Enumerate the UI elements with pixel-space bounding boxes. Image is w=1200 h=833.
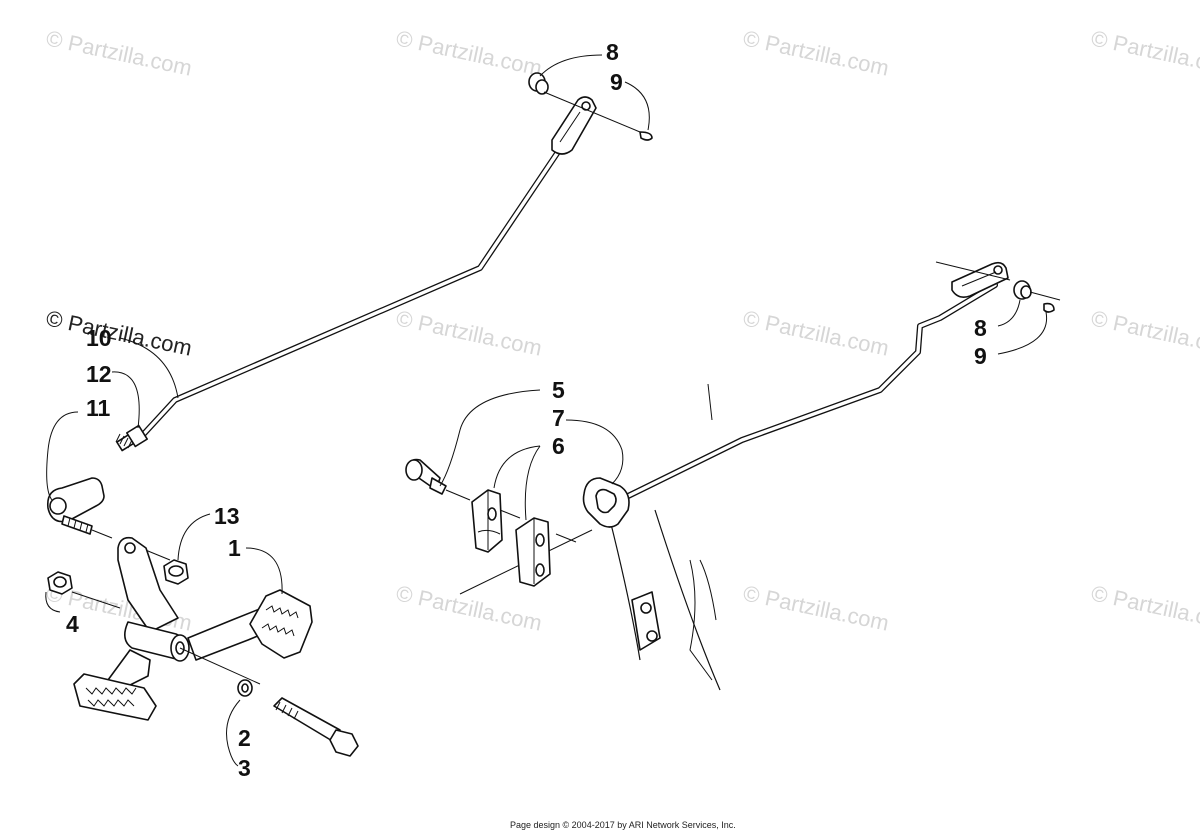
leader-9-top xyxy=(624,81,650,131)
frame-outline xyxy=(609,383,721,691)
callout-right-9: 9 xyxy=(974,343,987,369)
rod-threaded-end xyxy=(115,424,148,452)
pin-5 xyxy=(405,458,447,495)
bracket-plate-6b xyxy=(515,517,551,587)
watermark: © Partzilla.com xyxy=(741,25,891,80)
callout-4: 4 xyxy=(66,611,79,637)
watermark: © Partzilla.com xyxy=(44,25,194,80)
watermark-dark: © Partzilla.com xyxy=(44,305,194,360)
leader-8-top xyxy=(539,54,603,77)
callout-11: 11 xyxy=(86,395,111,421)
axis-line-nut4 xyxy=(71,591,261,685)
leader-13 xyxy=(177,513,211,561)
callout-labels: 8 9 8 9 10 12 11 13 1 4 2 3 5 7 6 xyxy=(66,39,987,781)
callout-top-9: 9 xyxy=(610,69,623,95)
leader-4 xyxy=(45,591,61,613)
nut-4 xyxy=(47,571,73,595)
watermark: © Partzilla.com xyxy=(1089,580,1200,635)
grommet-7 xyxy=(582,477,630,528)
cotter-pin-9-top xyxy=(543,91,653,141)
callout-10: 10 xyxy=(86,325,112,351)
ball-joint-11 xyxy=(46,477,105,535)
watermark: © Partzilla.com xyxy=(394,305,544,360)
right-clevis xyxy=(951,261,1009,298)
leader-2-3 xyxy=(226,699,241,767)
callout-6: 6 xyxy=(552,433,565,459)
leader-12 xyxy=(111,371,140,429)
bracket-plate-6a xyxy=(471,489,503,553)
washer-2 xyxy=(237,679,253,697)
leader-10 xyxy=(119,337,179,399)
bushing-8-top xyxy=(528,72,549,95)
short-shift-rod xyxy=(617,282,998,503)
watermark: © Partzilla.com xyxy=(394,25,544,80)
axis-line-plates xyxy=(445,489,577,543)
cotter-pin-9-right xyxy=(1029,291,1061,313)
watermark: © Partzilla.com xyxy=(1089,25,1200,80)
watermark: © Partzilla.com xyxy=(741,305,891,360)
callout-7: 7 xyxy=(552,405,565,431)
watermark: © Partzilla.com xyxy=(741,580,891,635)
leader-5 xyxy=(439,389,541,487)
long-shift-rod xyxy=(137,105,588,441)
footer-copyright: Page design © 2004-2017 by ARI Network S… xyxy=(510,820,736,830)
bushing-8-right xyxy=(1013,280,1032,300)
leader-6b xyxy=(524,445,541,521)
watermark: © Partzilla.com xyxy=(1089,305,1200,360)
callout-right-8: 8 xyxy=(974,315,987,341)
shift-lever-1 xyxy=(73,536,313,721)
callout-3: 3 xyxy=(238,755,251,781)
nut-13 xyxy=(163,559,189,585)
callout-13: 13 xyxy=(214,503,240,529)
leader-9-right xyxy=(997,311,1048,355)
leader-6 xyxy=(493,445,541,489)
callout-5: 5 xyxy=(552,377,565,403)
axis-line-right-clevis xyxy=(935,261,1011,281)
callout-12: 12 xyxy=(86,361,112,387)
leader-8-right xyxy=(997,299,1021,327)
top-clevis xyxy=(551,96,597,155)
callout-top-8: 8 xyxy=(606,39,619,65)
leader-1 xyxy=(245,547,283,595)
leader-7 xyxy=(565,419,624,485)
callout-1: 1 xyxy=(228,535,241,561)
leader-11 xyxy=(46,411,79,501)
watermark: © Partzilla.com xyxy=(394,580,544,635)
watermark-layer: © Partzilla.com © Partzilla.com © Partzi… xyxy=(44,25,1200,635)
callout-2: 2 xyxy=(238,725,251,751)
bolt-3 xyxy=(273,697,359,757)
